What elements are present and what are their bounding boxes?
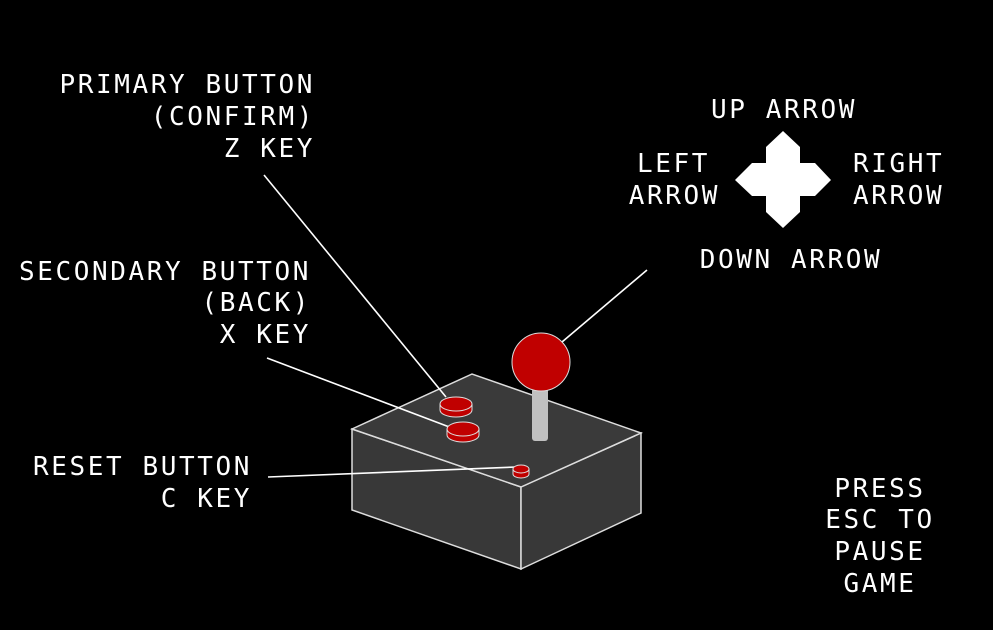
- label-line: ARROW: [629, 181, 720, 211]
- joystick-leader-line: [561, 269, 648, 343]
- down-arrow-label: DOWN ARROW: [700, 245, 883, 275]
- label-line: X KEY: [220, 320, 311, 350]
- dpad-icon: [735, 131, 831, 228]
- label-line: RESET BUTTON: [33, 452, 252, 482]
- arcade-controller: [349, 373, 644, 571]
- label-line: GAME: [843, 569, 916, 599]
- label-line: PRESS: [834, 474, 925, 504]
- secondary-button-label: SECONDARY BUTTON (BACK) X KEY: [19, 257, 311, 350]
- up-arrow-label: UP ARROW: [711, 95, 857, 125]
- primary-leader-line: [263, 174, 447, 398]
- pause-hint: PRESS ESC TO PAUSE GAME: [825, 474, 935, 599]
- label-line: PAUSE: [834, 537, 925, 567]
- left-arrow-label: LEFT ARROW: [629, 149, 720, 211]
- label-line: RIGHT: [853, 149, 944, 179]
- label-line: LEFT: [637, 149, 710, 179]
- label-line: (BACK): [201, 288, 311, 318]
- reset-leader-line: [267, 466, 517, 478]
- label-line: (CONFIRM): [151, 102, 315, 132]
- joystick: [511, 332, 571, 441]
- label-line: PRIMARY BUTTON: [59, 70, 315, 100]
- primary-button: [439, 396, 473, 418]
- label-line: Z KEY: [224, 134, 315, 164]
- reset-button: [512, 464, 530, 479]
- reset-button-label: RESET BUTTON C KEY: [33, 452, 252, 514]
- right-arrow-label: RIGHT ARROW: [853, 149, 944, 211]
- label-line: SECONDARY BUTTON: [19, 257, 311, 287]
- label-line: ARROW: [853, 181, 944, 211]
- primary-button-label: PRIMARY BUTTON (CONFIRM) Z KEY: [59, 70, 315, 164]
- label-line: ESC TO: [825, 505, 935, 535]
- label-line: C KEY: [161, 484, 252, 514]
- secondary-leader-line: [266, 357, 453, 429]
- secondary-button: [446, 421, 480, 443]
